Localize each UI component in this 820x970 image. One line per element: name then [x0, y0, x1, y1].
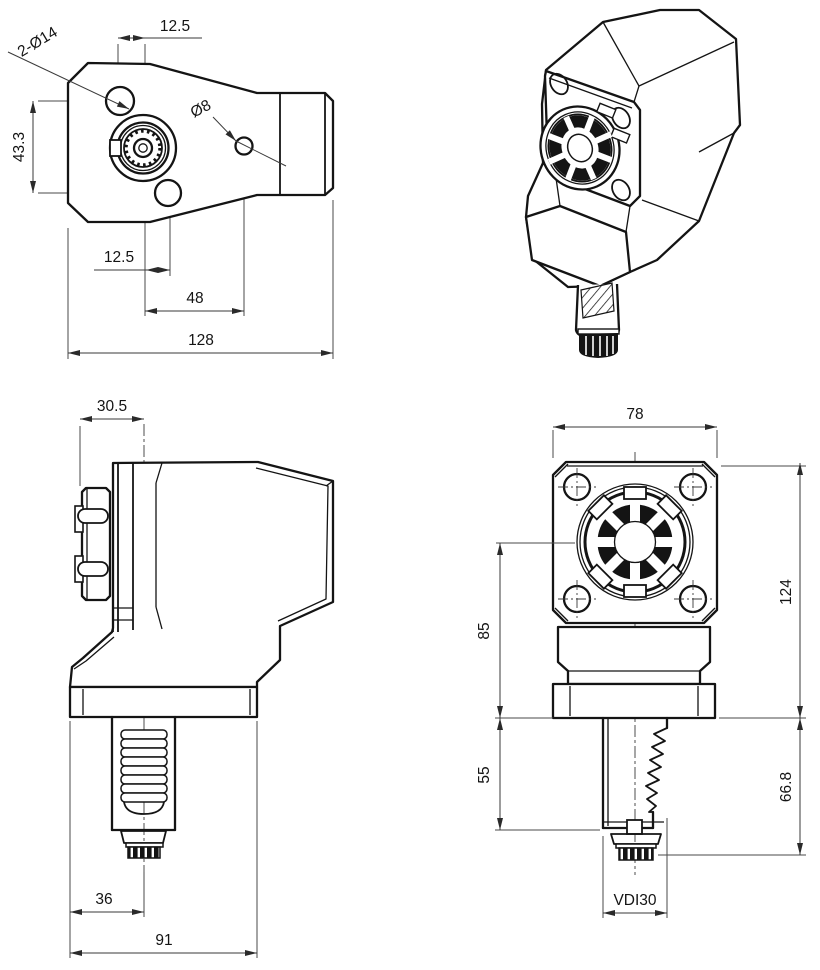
- front-corner-holes: [558, 468, 712, 618]
- mount-hole-top: [104, 85, 136, 117]
- dim-base-front-offset: 36: [70, 891, 144, 915]
- dim-overall-length: 128: [68, 332, 333, 356]
- svg-text:43.3: 43.3: [11, 132, 28, 162]
- svg-text:91: 91: [155, 932, 172, 949]
- side-gear-tip: [127, 846, 161, 859]
- svg-text:55: 55: [476, 766, 493, 783]
- dim-shank-length: 66.8: [778, 718, 803, 855]
- dim-body-height: 124: [778, 463, 803, 718]
- dim-hole-pitch-top: 12.5: [118, 18, 202, 41]
- dim-hole-spacing-vertical: 43.3: [11, 101, 36, 193]
- dim-base-length: 91: [70, 932, 257, 956]
- svg-text:12.5: 12.5: [104, 249, 134, 266]
- mount-hole-bottom: [153, 178, 183, 208]
- top-view: 2-Ø14 Ø8 12.5 43.3 12.5 48 128: [7, 18, 335, 359]
- svg-text:85: 85: [476, 622, 493, 639]
- front-base: [551, 682, 717, 720]
- nut-slot-pin: [77, 561, 109, 577]
- front-collet-nut: [576, 483, 694, 601]
- iso-hole: [549, 72, 569, 96]
- shank-serration: [645, 727, 668, 813]
- top-view-body-outline: [66, 61, 335, 224]
- svg-text:36: 36: [95, 891, 112, 908]
- side-base: [68, 685, 259, 719]
- dim-center-height: 85: [476, 543, 503, 718]
- iso-shank: [574, 282, 621, 358]
- holes-label: 2-Ø14: [15, 24, 61, 61]
- dim-nose-projection: 30.5: [80, 398, 144, 422]
- svg-text:78: 78: [626, 406, 643, 423]
- front-view: 78 124 66.8 85 55 VDI30: [476, 406, 806, 918]
- dim-shank-to-groove: 55: [476, 718, 503, 830]
- dim-body-width: 78: [553, 406, 717, 430]
- spindle-key-tab: [109, 139, 122, 157]
- front-shank: [601, 716, 669, 861]
- front-neck: [556, 625, 712, 686]
- side-thread: [120, 729, 168, 815]
- nut-slot-pin: [77, 508, 109, 524]
- side-collet-nut: [80, 486, 112, 602]
- svg-text:124: 124: [778, 579, 795, 605]
- side-body-outline: [68, 460, 335, 689]
- svg-text:12.5: 12.5: [160, 18, 190, 35]
- iso-gear-tip: [579, 333, 618, 358]
- ring-slots: [587, 486, 683, 598]
- svg-text:128: 128: [188, 332, 214, 349]
- side-hole: [234, 136, 254, 156]
- svg-text:30.5: 30.5: [97, 398, 127, 415]
- svg-text:48: 48: [186, 290, 203, 307]
- isometric-view: [524, 8, 742, 358]
- spindle-top-view: [108, 113, 178, 183]
- svg-text:66.8: 66.8: [778, 772, 795, 802]
- iso-hole: [611, 178, 631, 202]
- side-view: 30.5 36 91: [68, 398, 335, 958]
- shank-key-tab: [626, 819, 643, 835]
- holes-label-text: 2-Ø14: [15, 24, 61, 61]
- front-gear-tip: [618, 847, 654, 861]
- dim-hole-pitch-bottom: 12.5: [94, 249, 170, 273]
- svg-text:VDI30: VDI30: [613, 892, 656, 909]
- dim-center-to-side-hole: 48: [145, 290, 244, 314]
- side-shank: [110, 715, 177, 859]
- dim-shank-standard: VDI30: [603, 892, 667, 916]
- iso-collet-nut: [539, 102, 631, 191]
